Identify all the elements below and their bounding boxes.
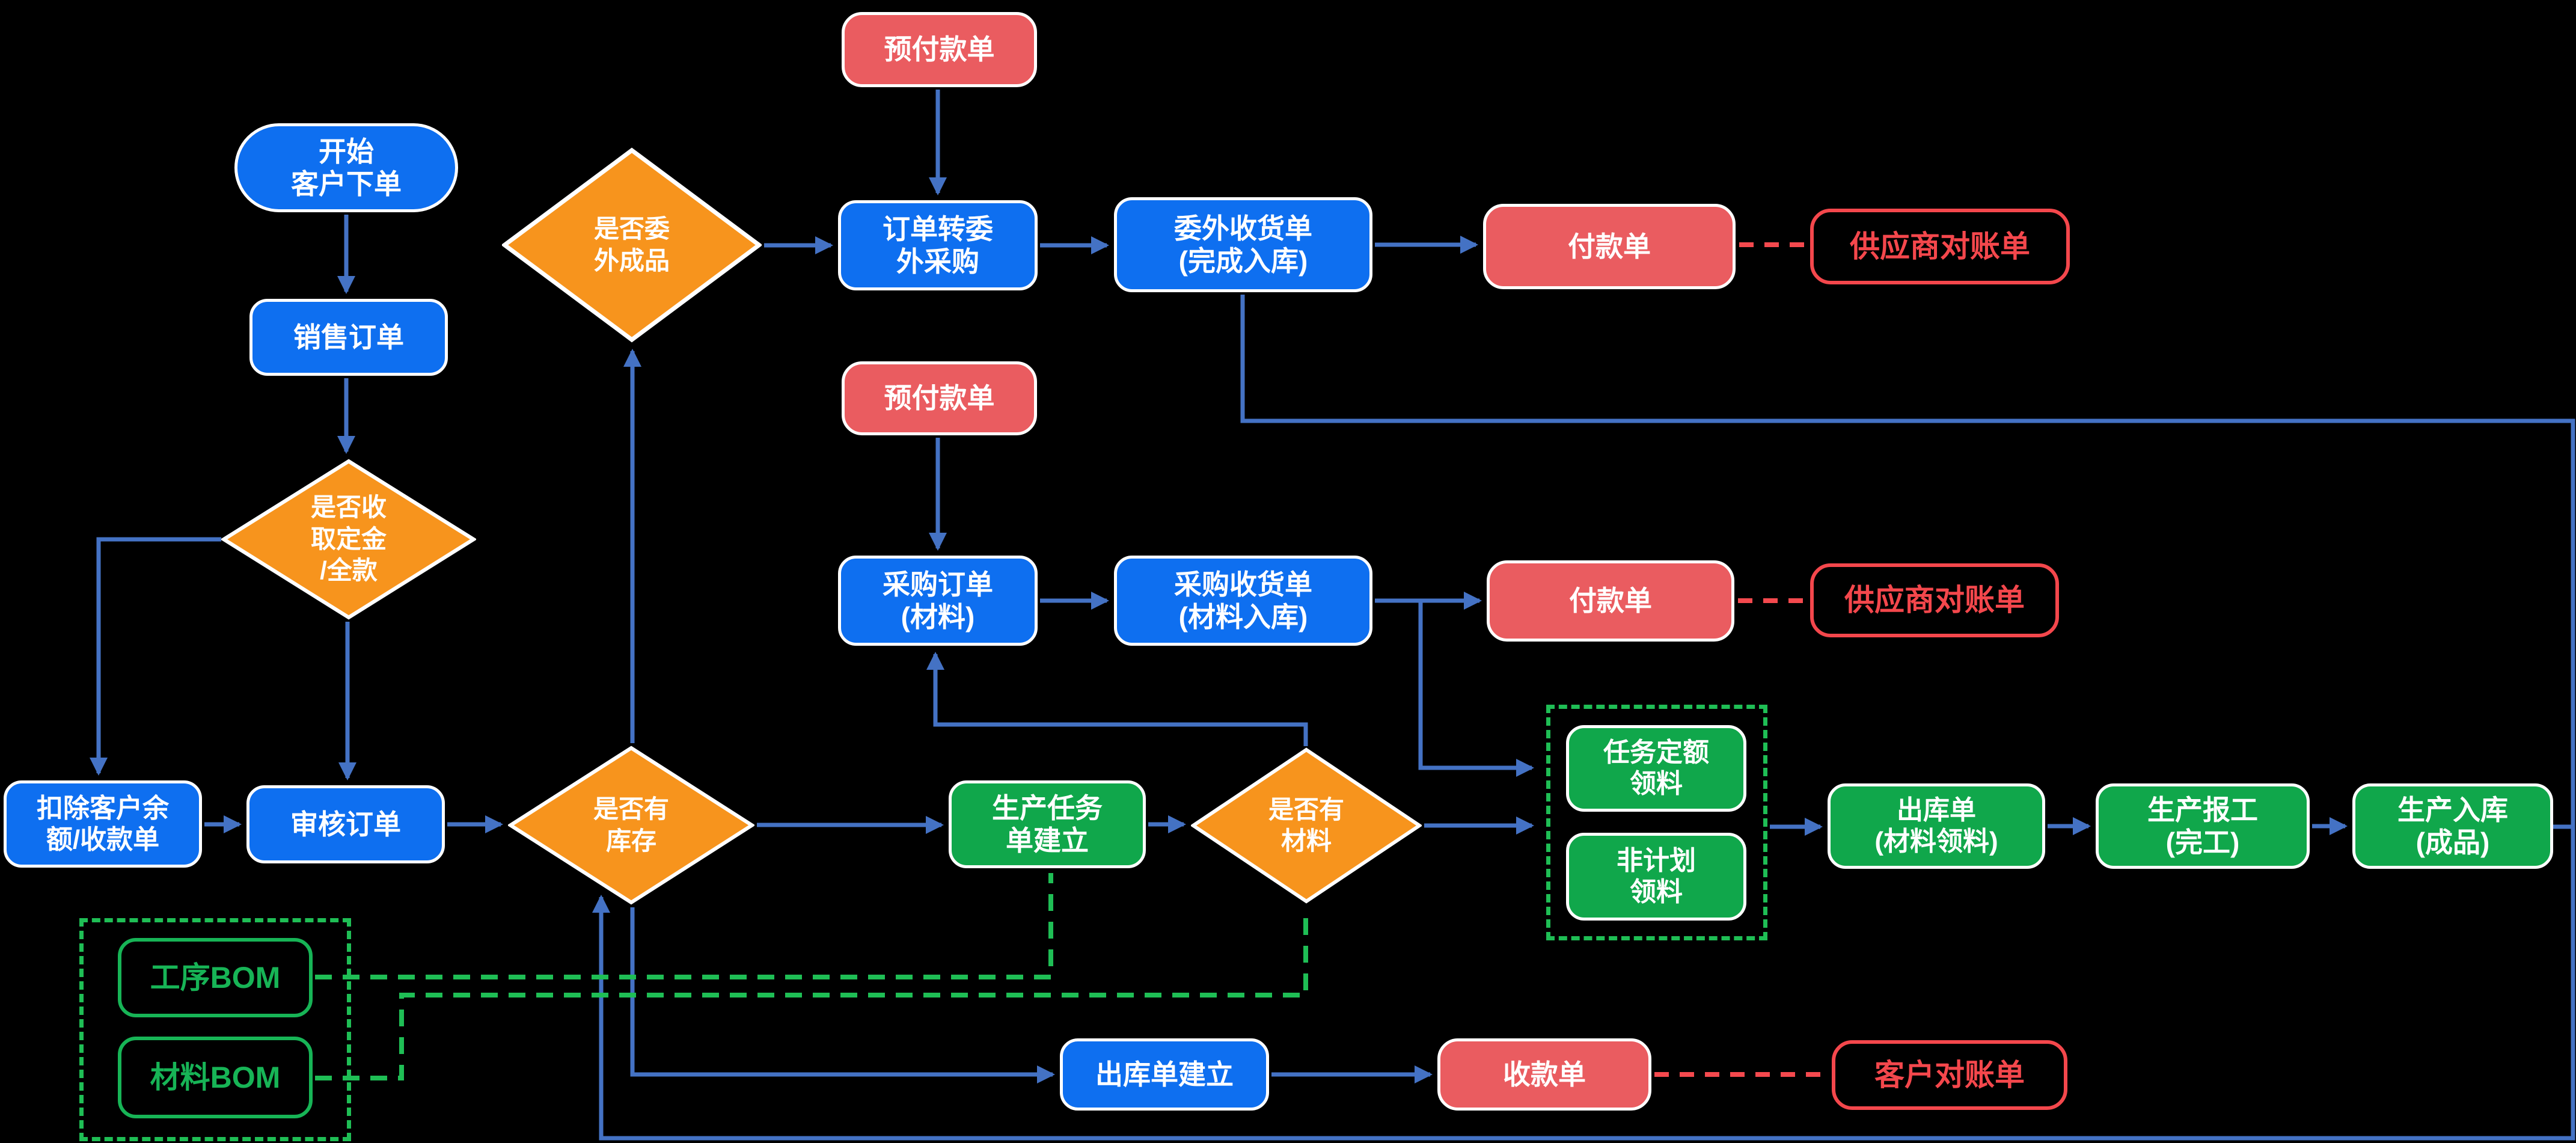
bom-group-box [79, 918, 351, 1141]
diamond-shape [502, 147, 762, 343]
node-outsource-receipt: 委外收货单 (完成入库) [1114, 197, 1372, 292]
node-material-bom-label: 材料BOM [150, 1060, 281, 1094]
node-production-report-label: 生产报工 (完工) [2147, 794, 2258, 858]
node-supplier-statement-purchase: 供应商对账单 [1810, 563, 2059, 637]
node-supplier-statement-outsource-label: 供应商对账单 [1850, 229, 2030, 263]
red-dashed-edges [1654, 242, 1827, 1077]
node-production-inbound-label: 生产入库 (成品) [2397, 794, 2508, 858]
node-prepayment-purchase: 预付款单 [842, 361, 1037, 435]
node-outbound-create-label: 出库单建立 [1095, 1058, 1234, 1090]
node-quota-picking-label: 任务定额 领料 [1603, 738, 1709, 798]
node-production-report: 生产报工 (完工) [2096, 783, 2310, 869]
node-order-to-outsource-label: 订单转委 外采购 [883, 213, 993, 277]
blue-flow-edges [90, 90, 2575, 1141]
node-production-inbound: 生产入库 (成品) [2352, 783, 2553, 869]
node-purchase-receipt: 采购收货单 (材料入库) [1114, 556, 1372, 646]
node-outbound-create: 出库单建立 [1060, 1038, 1269, 1111]
green-dashed-edges [315, 873, 1308, 1080]
node-supplier-statement-purchase-label: 供应商对账单 [1844, 583, 2025, 617]
diamond-shape [508, 746, 754, 905]
decision-outsource-label: 是否委 外成品 [593, 215, 670, 275]
node-customer-statement: 客户对账单 [1832, 1040, 2067, 1110]
decision-deposit: 是否收 取定金 /全款 [221, 459, 476, 620]
node-prepayment-outsource-label: 预付款单 [884, 34, 995, 66]
node-outbound-material-label: 出库单 (材料领料) [1874, 795, 1998, 856]
node-quota-picking: 任务定额 领料 [1566, 725, 1746, 812]
node-payment-outsource-label: 付款单 [1568, 230, 1651, 262]
node-unplanned-picking: 非计划 领料 [1566, 833, 1746, 921]
node-sales-order-label: 销售订单 [293, 321, 404, 353]
node-outbound-material: 出库单 (材料领料) [1828, 783, 2045, 869]
node-process-bom: 工序BOM [118, 938, 313, 1017]
node-payment-outsource: 付款单 [1483, 204, 1736, 289]
decision-material: 是否有 材料 [1191, 747, 1422, 904]
node-deduct-balance: 扣除客户余 额/收款单 [4, 780, 202, 868]
node-material-bom: 材料BOM [118, 1037, 313, 1118]
node-unplanned-picking-label: 非计划 领料 [1617, 846, 1696, 907]
node-review-order: 审核订单 [246, 785, 445, 863]
decision-stock-label: 是否有 库存 [593, 795, 669, 855]
node-production-task: 生产任务 单建立 [949, 780, 1146, 868]
node-review-order-label: 审核订单 [290, 808, 401, 840]
node-purchase-receipt-label: 采购收货单 (材料入库) [1174, 568, 1312, 633]
node-sales-order: 销售订单 [249, 299, 448, 376]
picking-group-box [1546, 705, 1767, 940]
decision-deposit-label: 是否收 取定金 /全款 [310, 493, 387, 585]
node-supplier-statement-outsource: 供应商对账单 [1810, 209, 2070, 284]
node-order-to-outsource: 订单转委 外采购 [838, 200, 1038, 290]
node-receipt-doc-label: 收款单 [1503, 1058, 1586, 1090]
node-prepayment-purchase-label: 预付款单 [884, 382, 995, 414]
node-start-label: 开始 客户下单 [291, 135, 402, 200]
node-process-bom-label: 工序BOM [150, 960, 281, 994]
decision-outsource: 是否委 外成品 [502, 147, 762, 343]
node-prepayment-outsource: 预付款单 [842, 12, 1037, 87]
node-outsource-receipt-label: 委外收货单 (完成入库) [1174, 212, 1312, 277]
node-payment-purchase-label: 付款单 [1569, 585, 1652, 617]
node-receipt-doc: 收款单 [1437, 1038, 1651, 1111]
node-deduct-balance-label: 扣除客户余 额/收款单 [37, 793, 169, 854]
node-purchase-order-label: 采购订单 (材料) [883, 568, 993, 633]
node-production-task-label: 生产任务 单建立 [992, 792, 1103, 856]
diamond-shape [221, 459, 476, 620]
diamond-shape [1191, 747, 1422, 904]
node-purchase-order: 采购订单 (材料) [838, 556, 1038, 646]
node-customer-statement-label: 客户对账单 [1874, 1058, 2025, 1092]
node-start: 开始 客户下单 [234, 123, 458, 212]
node-payment-purchase: 付款单 [1487, 560, 1734, 642]
decision-stock: 是否有 库存 [508, 746, 754, 905]
decision-material-label: 是否有 材料 [1268, 795, 1344, 856]
